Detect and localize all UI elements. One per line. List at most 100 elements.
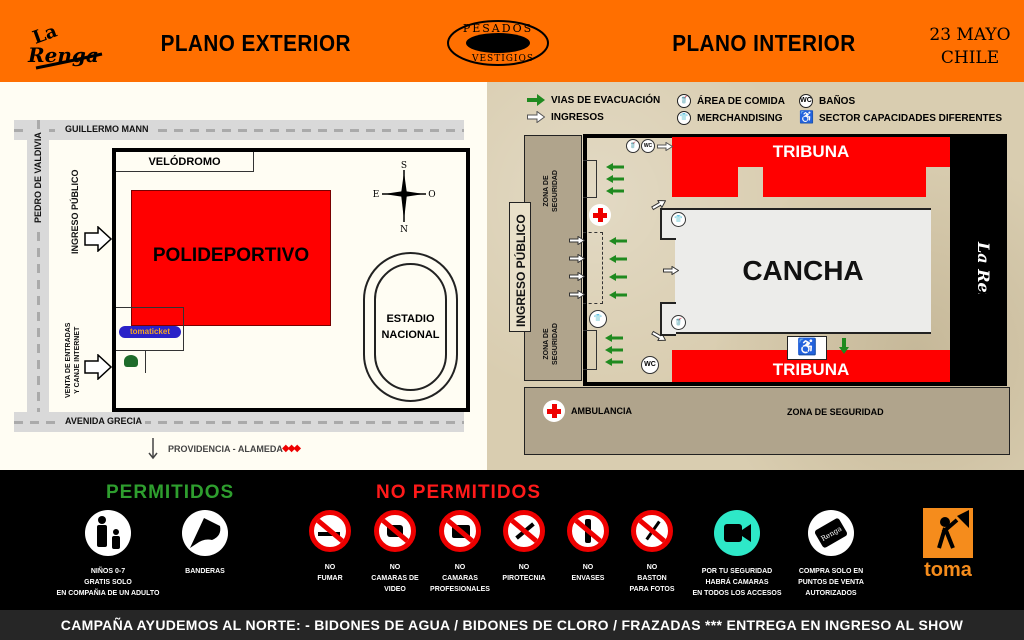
no-permitido-label: NO BASTON PARA FOTOS [629,564,675,593]
legend-merchandising: 👕 MERCHANDISING [677,111,783,125]
entry-arrow-icon [657,142,673,151]
no-permitido-pirotecnia: NO PIROTECNIA [469,510,579,584]
no-permitido-fumar: NO FUMAR [275,510,385,584]
first-aid-icon [589,204,611,226]
tribuna-top-label: TRIBUNA [772,142,850,161]
exit-frame-bottom [583,330,597,370]
permitido-label: NIÑOS 0-7 GRATIS SOLO EN COMPAÑIA DE UN … [56,568,160,597]
merchandising-icon: 👕 [671,212,686,227]
wc-icon: WC [799,94,813,108]
entry-arrow-icon [569,254,585,263]
svg-text:VESTIGIOS: VESTIGIOS [471,54,534,64]
venta-line2: Y CANJE INTERNET [74,326,81,394]
svg-text:E: E [373,190,380,200]
legend-label: BAÑOS [819,95,856,107]
no-bottles-icon [567,510,609,552]
metro-diamonds-icon: ◆◆◆ [282,443,301,454]
no-permitido-baston: NO BASTON PARA FOTOS [597,510,707,595]
food-icon: 🥤 [671,315,686,330]
no-pro-camera-icon [439,510,481,552]
legend-evacuacion: VIAS DE EVACUACIÓN [527,94,660,106]
no-fireworks-icon [503,510,545,552]
food-icon: 🥤 [626,139,640,153]
legend-capacidades: ♿ SECTOR CAPACIDADES DIFERENTES [799,111,1002,125]
no-permitido-label: NO CAMARAS DE VIDEO [371,564,419,593]
estadio-line2: NACIONAL [381,329,440,341]
legend-label: VIAS DE EVACUACIÓN [551,94,661,106]
estadio-line1: ESTADIO [386,313,435,325]
tribuna-bottom-label: TRIBUNA [772,360,850,379]
entry-gate [583,232,603,304]
no-video-camera-icon [374,510,416,552]
info-camaras: POR TU SEGURIDAD HABRÁ CAMARAS EN TODOS … [682,510,792,599]
no-permitido-video: NO CAMARAS DE VIDEO [340,510,450,595]
entry-arrow-icon [84,226,112,252]
event-date: 23 MAYO CHILE [924,24,1016,70]
zona-seguridad-bottom: AMBULANCIA ZONA DE SEGURIDAD [524,387,1010,455]
info-label: POR TU SEGURIDAD HABRÁ CAMARAS EN TODOS … [692,568,782,597]
security-camera-icon [714,510,760,556]
street-label-west: PEDRO DE VALDIVIA [33,129,43,226]
no-permitidos-title: NO PERMITIDOS [376,482,542,503]
entry-arrow-icon [569,236,585,245]
interior-map: VIAS DE EVACUACIÓN INGRESOS 🥤 ÁREA DE CO… [487,82,1024,470]
exit-frame-top [583,160,597,198]
street-dashes [14,421,464,424]
entry-arrow-icon [651,200,667,211]
legend-label: MERCHANDISING [697,112,783,124]
merchandising-icon: 👕 [589,310,607,328]
site-boundary: VELÓDROMO POLIDEPORTIVO tomaticket S N E… [112,148,470,412]
velodromo: VELÓDROMO [116,152,254,172]
plano-exterior-title: PLANO EXTERIOR [160,30,351,56]
legend-label: INGRESOS [551,111,604,123]
no-permitido-label: NO CAMARAS PROFESIONALES [430,564,490,593]
la-renga-logo: La Renga [27,21,103,70]
cancha: CANCHA [675,208,931,334]
zona-seguridad-bottom-label: ZONA DE SEGURIDAD [787,407,884,417]
street-label-north: GUILLERMO MANN [62,124,152,134]
legend-label: ÁREA DE COMIDA [697,95,785,107]
compass-icon: S N E O [373,161,436,234]
street-label-south: AVENIDA GRECIA [62,416,146,426]
info-label: COMPRA SOLO EN PUNTOS DE VENTA AUTORIZAD… [798,568,864,597]
permitidos-title: PERMITIDOS [106,482,235,503]
pesados-vestigios-logo: PESADOS VESTIGIOS [447,20,549,66]
ingreso-publico-label: INGRESO PÚBLICO [70,169,80,254]
tomaticket-logo: tomaticket [119,326,181,338]
ticket-icon: Renga [808,510,854,556]
zona-seguridad-bottom-label: ZONA DE SEGURIDAD [543,323,559,366]
green-arrow-icon [527,94,545,106]
entry-arrow-icon [569,290,585,299]
flag-icon [182,510,228,556]
tribuna-top-mid-wing [763,167,926,197]
police-icon [124,355,138,367]
svg-text:toma: toma [924,559,973,580]
street-dashes [37,120,40,430]
venta-line1: VENTA DE ENTRADAS [65,322,72,398]
date-line: 23 MAYO [929,25,1011,45]
permitido-ninos: NIÑOS 0-7 GRATIS SOLO EN COMPAÑIA DE UN … [53,510,163,599]
info-compra: Renga COMPRA SOLO EN PUNTOS DE VENTA AUT… [776,510,886,599]
accessibility-sector: ♿ [787,336,827,360]
no-permitido-envases: NO ENVASES [533,510,643,584]
ambulance-icon [543,400,565,422]
wc-icon: WC [641,356,659,374]
polideportivo: POLIDEPORTIVO [131,190,331,326]
legend-comida: 🥤 ÁREA DE COMIDA [677,94,785,108]
wheelchair-icon: ♿ [799,110,814,124]
svg-text:La Renga: La Renga [974,241,993,294]
ticket-arrow-icon [84,354,112,380]
no-permitido-label: NO FUMAR [317,564,343,582]
providencia-alameda-label: PROVIDENCIA - ALAMEDA [168,444,283,454]
wc-icon: WC [641,139,655,153]
permitido-label: BANDERAS [185,568,225,575]
permitido-banderas: BANDERAS [150,510,260,577]
la-renga-stage-logo: La Renga [974,241,993,294]
legend-label: SECTOR CAPACIDADES DIFERENTES [819,112,1002,124]
tribuna-top: TRIBUNA [672,137,950,167]
evacuation-arrow-icon [606,175,624,183]
legend-ingresos: INGRESOS [527,111,604,123]
tshirt-icon: 👕 [677,111,691,125]
evacuation-arrow-icon [605,346,623,354]
evacuation-arrow-icon [609,291,627,299]
